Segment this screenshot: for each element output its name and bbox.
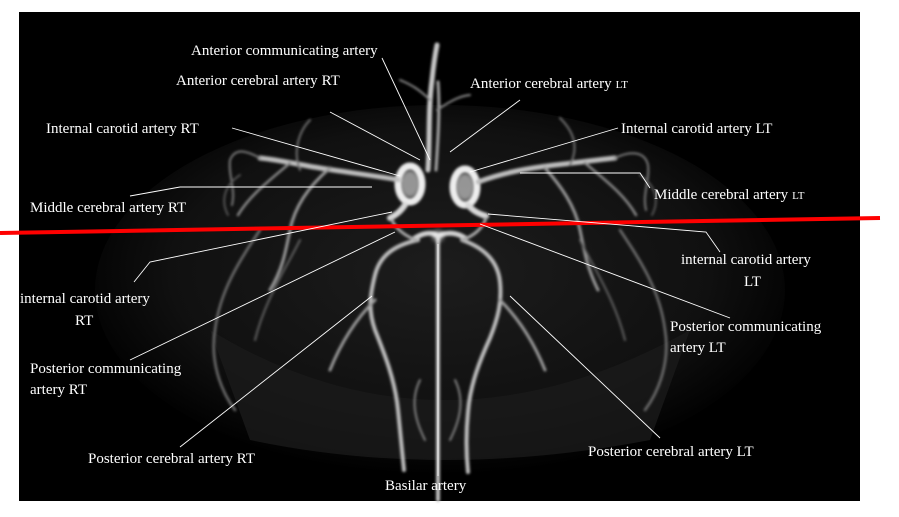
leader-lines	[129, 57, 731, 476]
label-internal-carotid-artery-rt-top: Internal carotid artery RT	[46, 121, 199, 137]
label-anterior-communicating-artery: Anterior communicating artery	[191, 43, 378, 59]
field-of-view-lower	[210, 330, 690, 460]
axial-cut-line	[0, 216, 881, 235]
label-middle-cerebral-artery-rt: Middle cerebral artery RT	[30, 200, 186, 216]
label-posterior-cerebral-artery-rt: Posterior cerebral artery RT	[88, 451, 255, 467]
label-basilar-artery: Basilar artery	[385, 478, 467, 494]
vessel-highlights	[400, 170, 475, 242]
labels: Anterior communicating artery Anterior c…	[20, 43, 822, 494]
label-posterior-cerebral-artery-lt: Posterior cerebral artery LT	[588, 444, 754, 460]
label-internal-carotid-artery-lt-top: Internal carotid artery LT	[621, 121, 772, 137]
